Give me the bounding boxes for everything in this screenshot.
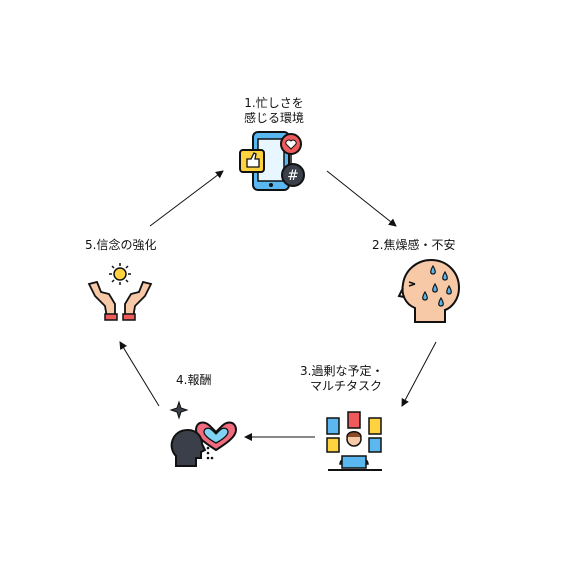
smartphone-social-icon: #	[238, 128, 310, 194]
svg-text:#: #	[287, 168, 299, 184]
multitasking-worker-icon	[324, 410, 386, 476]
arrow-5-to-1	[149, 170, 224, 227]
node-3-label-line1: 3.過剰な予定・	[300, 364, 384, 378]
arrow-1-to-2	[326, 170, 397, 227]
node-2-label: 2.焦燥感・不安	[372, 238, 456, 252]
node-1-label-line2: 感じる環境	[243, 111, 304, 125]
node-1-label-line1: 1.忙しさを	[244, 96, 304, 110]
node-3-label-line2: マルチタスク	[310, 379, 383, 393]
sweating-head-icon	[395, 256, 465, 326]
arrow-4-to-5	[119, 341, 160, 407]
arrow-2-to-3	[401, 341, 437, 407]
node-3-label: 3.過剰な予定・ マルチタスク	[300, 364, 410, 394]
node-1-label: 1.忙しさを 感じる環境	[228, 96, 320, 126]
node-5-label: 5.信念の強化	[85, 238, 157, 252]
node-4-label: 4.報酬	[176, 373, 212, 387]
head-with-heart-icon	[168, 400, 240, 468]
hands-with-sun-icon	[85, 262, 155, 322]
